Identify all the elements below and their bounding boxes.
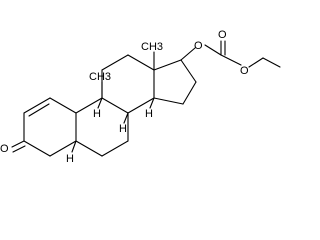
ring-d [153, 59, 197, 105]
h-c5-label: H [66, 153, 74, 165]
ring-a [23, 97, 77, 157]
carbonate-ester: O O O [180, 29, 281, 77]
carbonate-oxygen-2-label: O [240, 65, 249, 77]
ring-b [75, 97, 129, 157]
ketone: O [0, 140, 26, 155]
methyl-c10-label: CH3 [89, 71, 111, 83]
h-c8-label: H [119, 123, 127, 135]
ring-c [101, 54, 155, 114]
h-c14-label: H [145, 108, 153, 120]
methyl-c10: CH3 [89, 71, 111, 99]
methyl-c13: CH3 [141, 41, 163, 71]
steroid-carbonate-structure: O CH3 CH3 H H H H O O O [0, 29, 281, 165]
h-c9-label: H [93, 108, 101, 120]
hydrogen-labels: H H H H [66, 97, 155, 165]
carbonate-oxygen-1-label: O [218, 29, 227, 41]
methyl-c13-label: CH3 [141, 41, 163, 53]
ester-oxygen-label: O [194, 40, 203, 52]
carbonyl-oxygen-label: O [0, 143, 9, 155]
